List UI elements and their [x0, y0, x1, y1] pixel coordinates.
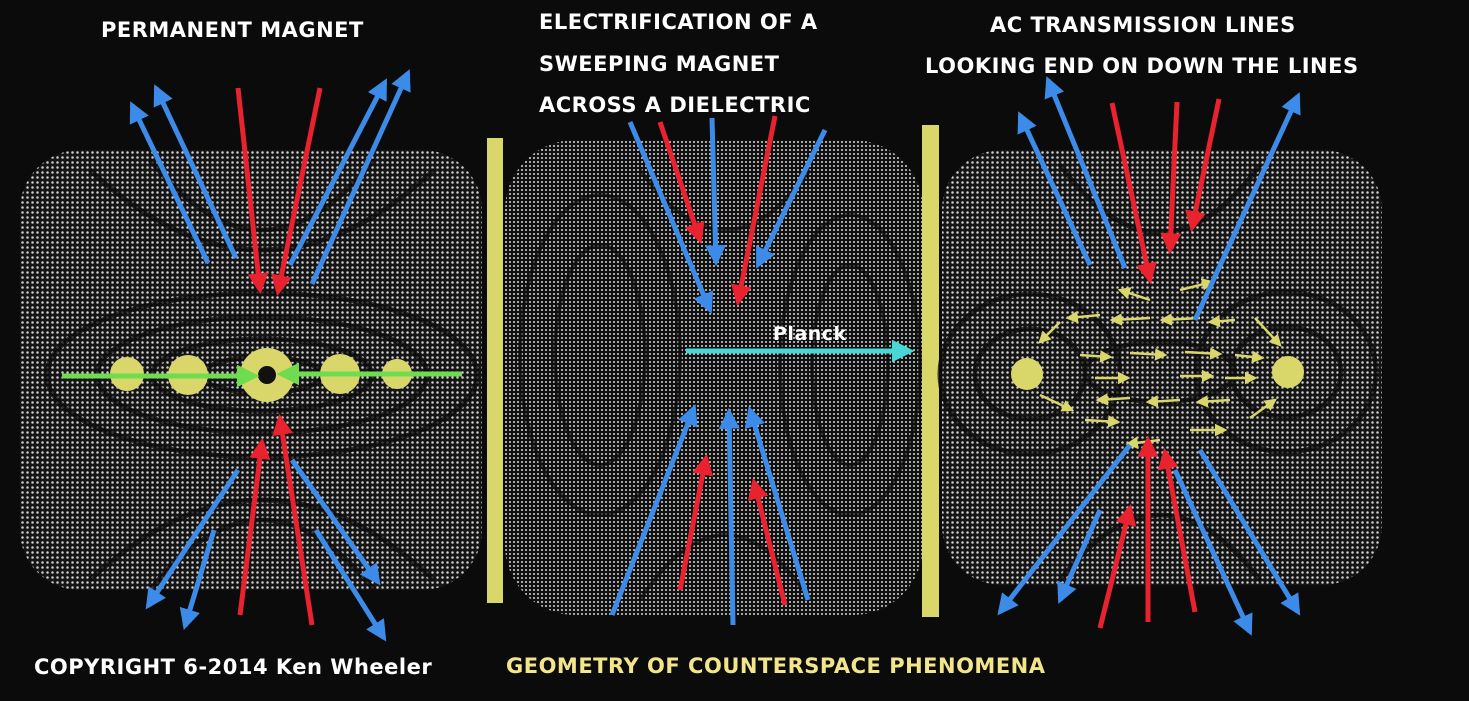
- blue-arrow: [744, 405, 811, 601]
- permanent-magnet-panel: [20, 69, 482, 642]
- flow-arrow: [1179, 278, 1215, 292]
- blue-arrows: [997, 76, 1301, 636]
- blue-arrow: [179, 529, 217, 631]
- red-arrow: [1160, 101, 1182, 255]
- blue-arrow: [705, 117, 727, 267]
- red-arrow: [677, 453, 714, 591]
- blue-arrows: [129, 69, 411, 642]
- blue-arrows: [609, 117, 828, 626]
- blue-arrow: [287, 78, 388, 267]
- red-arrow: [272, 413, 315, 626]
- blue-arrow: [1172, 468, 1253, 636]
- blue-arrow: [153, 84, 239, 260]
- red-arrow: [271, 87, 323, 297]
- blue-arrow: [145, 468, 241, 610]
- blue-arrow: [1044, 76, 1128, 269]
- panel-title-line-2: SWEEPING MAGNET: [539, 52, 780, 76]
- red-arrow: [1185, 98, 1222, 233]
- flow-arrow: [1249, 398, 1278, 420]
- copyright-text: COPYRIGHT 6-2014 Ken Wheeler: [34, 655, 433, 679]
- divider-bar: [922, 125, 939, 617]
- panel-title-line-1: AC TRANSMISSION LINES: [990, 13, 1296, 37]
- panel-title-line-2: LOOKING END ON DOWN THE LINES: [925, 54, 1359, 78]
- red-arrow: [1109, 102, 1157, 285]
- panel-title-line-3: ACROSS A DIELECTRIC: [539, 93, 811, 117]
- blue-arrow: [1192, 92, 1301, 322]
- flow-arrow: [1079, 350, 1113, 363]
- flow-arrow: [1117, 287, 1151, 302]
- flow-arrow: [1084, 415, 1121, 428]
- flow-arrow: [1038, 321, 1061, 344]
- green-arrows: [62, 362, 462, 388]
- panel-title-line-1: ELECTRIFICATION OF A: [539, 10, 818, 34]
- blue-arrow: [129, 101, 211, 265]
- pole-ring-hole: [258, 366, 276, 384]
- panel-title-permanent-magnet: PERMANENT MAGNET: [101, 18, 364, 42]
- magnet-poles: [110, 348, 412, 402]
- red-arrow: [730, 115, 778, 307]
- red-arrows: [1097, 98, 1222, 629]
- flow-arrow: [1184, 347, 1223, 360]
- blue-arrow: [309, 69, 411, 286]
- flow-arrow: [1254, 317, 1282, 347]
- flow-arrow: [1095, 393, 1131, 406]
- red-arrow: [1157, 447, 1198, 613]
- red-arrow: [747, 477, 788, 606]
- ac-lines-panel: [937, 76, 1382, 636]
- sweeping-magnet-panel: [505, 115, 923, 626]
- red-arrow: [1097, 503, 1137, 629]
- blue-arrow: [1057, 508, 1103, 604]
- conductor-disc: [1011, 358, 1043, 390]
- red-arrow: [235, 87, 269, 295]
- flow-arrow: [1207, 314, 1236, 328]
- flow-arrow: [1195, 395, 1231, 408]
- blue-arrow: [313, 528, 387, 642]
- blue-arrow: [609, 404, 698, 616]
- yellow-flow-arrows: [1038, 278, 1282, 449]
- red-arrows: [235, 87, 323, 626]
- footer-title: GEOMETRY OF COUNTERSPACE PHENOMENA: [506, 654, 1046, 678]
- blue-arrow: [1197, 448, 1301, 616]
- conductors: [1011, 356, 1304, 390]
- planck-label: Planck: [773, 323, 847, 345]
- blue-arrow: [627, 121, 714, 314]
- blue-arrow: [997, 443, 1132, 616]
- blue-arrow: [755, 128, 828, 269]
- blue-arrow: [1017, 111, 1093, 267]
- blue-arrow: [718, 407, 740, 626]
- flow-arrow: [1039, 393, 1075, 412]
- field-texture: [942, 150, 1382, 585]
- red-arrow: [657, 121, 705, 244]
- divider-bar: [487, 138, 503, 603]
- flow-arrow: [1065, 310, 1101, 324]
- red-arrows: [657, 115, 788, 606]
- red-arrow: [237, 437, 271, 616]
- conductor-disc: [1272, 356, 1304, 388]
- flow-arrow: [1129, 348, 1168, 361]
- flow-arrow: [1109, 313, 1151, 326]
- flow-arrow: [1145, 395, 1181, 408]
- flow-arrow: [1234, 350, 1265, 364]
- blue-arrow: [289, 458, 381, 586]
